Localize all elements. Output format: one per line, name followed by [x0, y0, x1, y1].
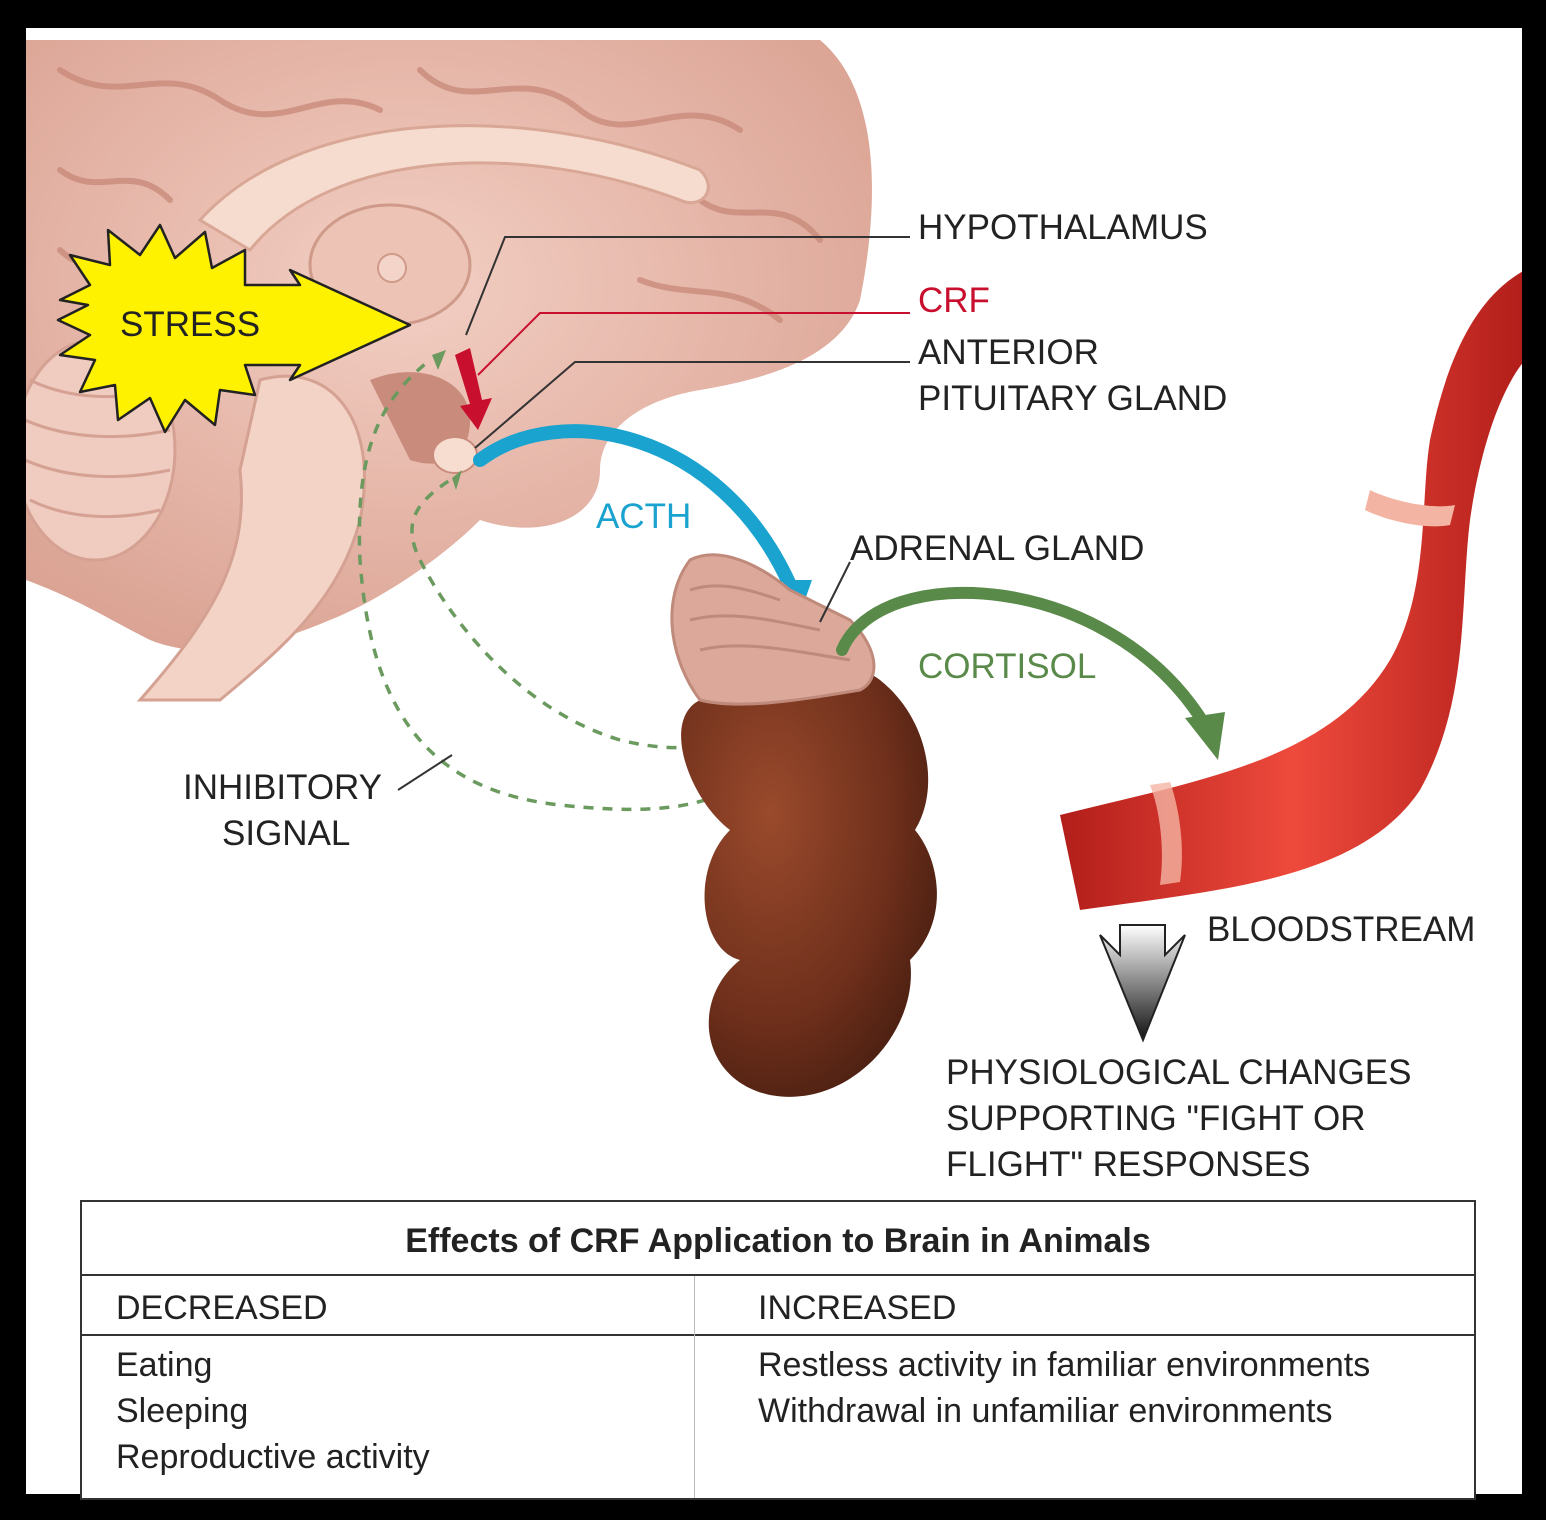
- list-item: Reproductive activity: [116, 1438, 430, 1476]
- label-physiological-2: SUPPORTING "FIGHT OR: [946, 1099, 1366, 1138]
- list-item: Eating: [116, 1346, 213, 1384]
- blood-vessel: [1060, 271, 1522, 910]
- column-header-decreased: DECREASED: [116, 1289, 328, 1327]
- leader-lines: [397, 236, 910, 791]
- label-anterior: ANTERIOR: [918, 333, 1099, 372]
- increased-list: Restless activity in familiar environmen…: [758, 1342, 1370, 1434]
- label-stress: STRESS: [120, 305, 261, 344]
- stress-burst-icon: [56, 223, 412, 434]
- crf-arrow: [455, 348, 492, 430]
- column-divider: [694, 1276, 695, 1498]
- column-header-increased: INCREASED: [758, 1289, 957, 1327]
- inhibitory-signal-loop: [357, 358, 782, 811]
- label-acth: ACTH: [596, 497, 692, 536]
- cortisol-arrow: [836, 586, 1225, 760]
- label-pituitary-gland: PITUITARY GLAND: [918, 379, 1228, 418]
- adrenal-gland: [670, 553, 937, 1097]
- label-signal: SIGNAL: [222, 814, 351, 853]
- decreased-list: Eating Sleeping Reproductive activity: [116, 1342, 430, 1480]
- header-divider: [82, 1334, 1474, 1336]
- table-title: Effects of CRF Application to Brain in A…: [82, 1202, 1474, 1276]
- label-physiological-3: FLIGHT" RESPONSES: [946, 1145, 1311, 1184]
- label-inhibitory: INHIBITORY: [183, 768, 383, 807]
- down-arrow-icon: [1099, 924, 1186, 1043]
- list-item: Withdrawal in unfamiliar environments: [758, 1392, 1333, 1430]
- label-cortisol: CORTISOL: [918, 647, 1097, 686]
- list-item: Restless activity in familiar environmen…: [758, 1346, 1371, 1384]
- brain: [26, 40, 872, 702]
- label-crf: CRF: [918, 281, 990, 320]
- label-hypothalamus: HYPOTHALAMUS: [918, 208, 1208, 247]
- label-bloodstream: BLOODSTREAM: [1207, 910, 1476, 949]
- effects-table: Effects of CRF Application to Brain in A…: [80, 1200, 1476, 1500]
- label-adrenal-gland: ADRENAL GLAND: [850, 529, 1145, 568]
- label-physiological-1: PHYSIOLOGICAL CHANGES: [946, 1053, 1412, 1092]
- list-item: Sleeping: [116, 1392, 249, 1430]
